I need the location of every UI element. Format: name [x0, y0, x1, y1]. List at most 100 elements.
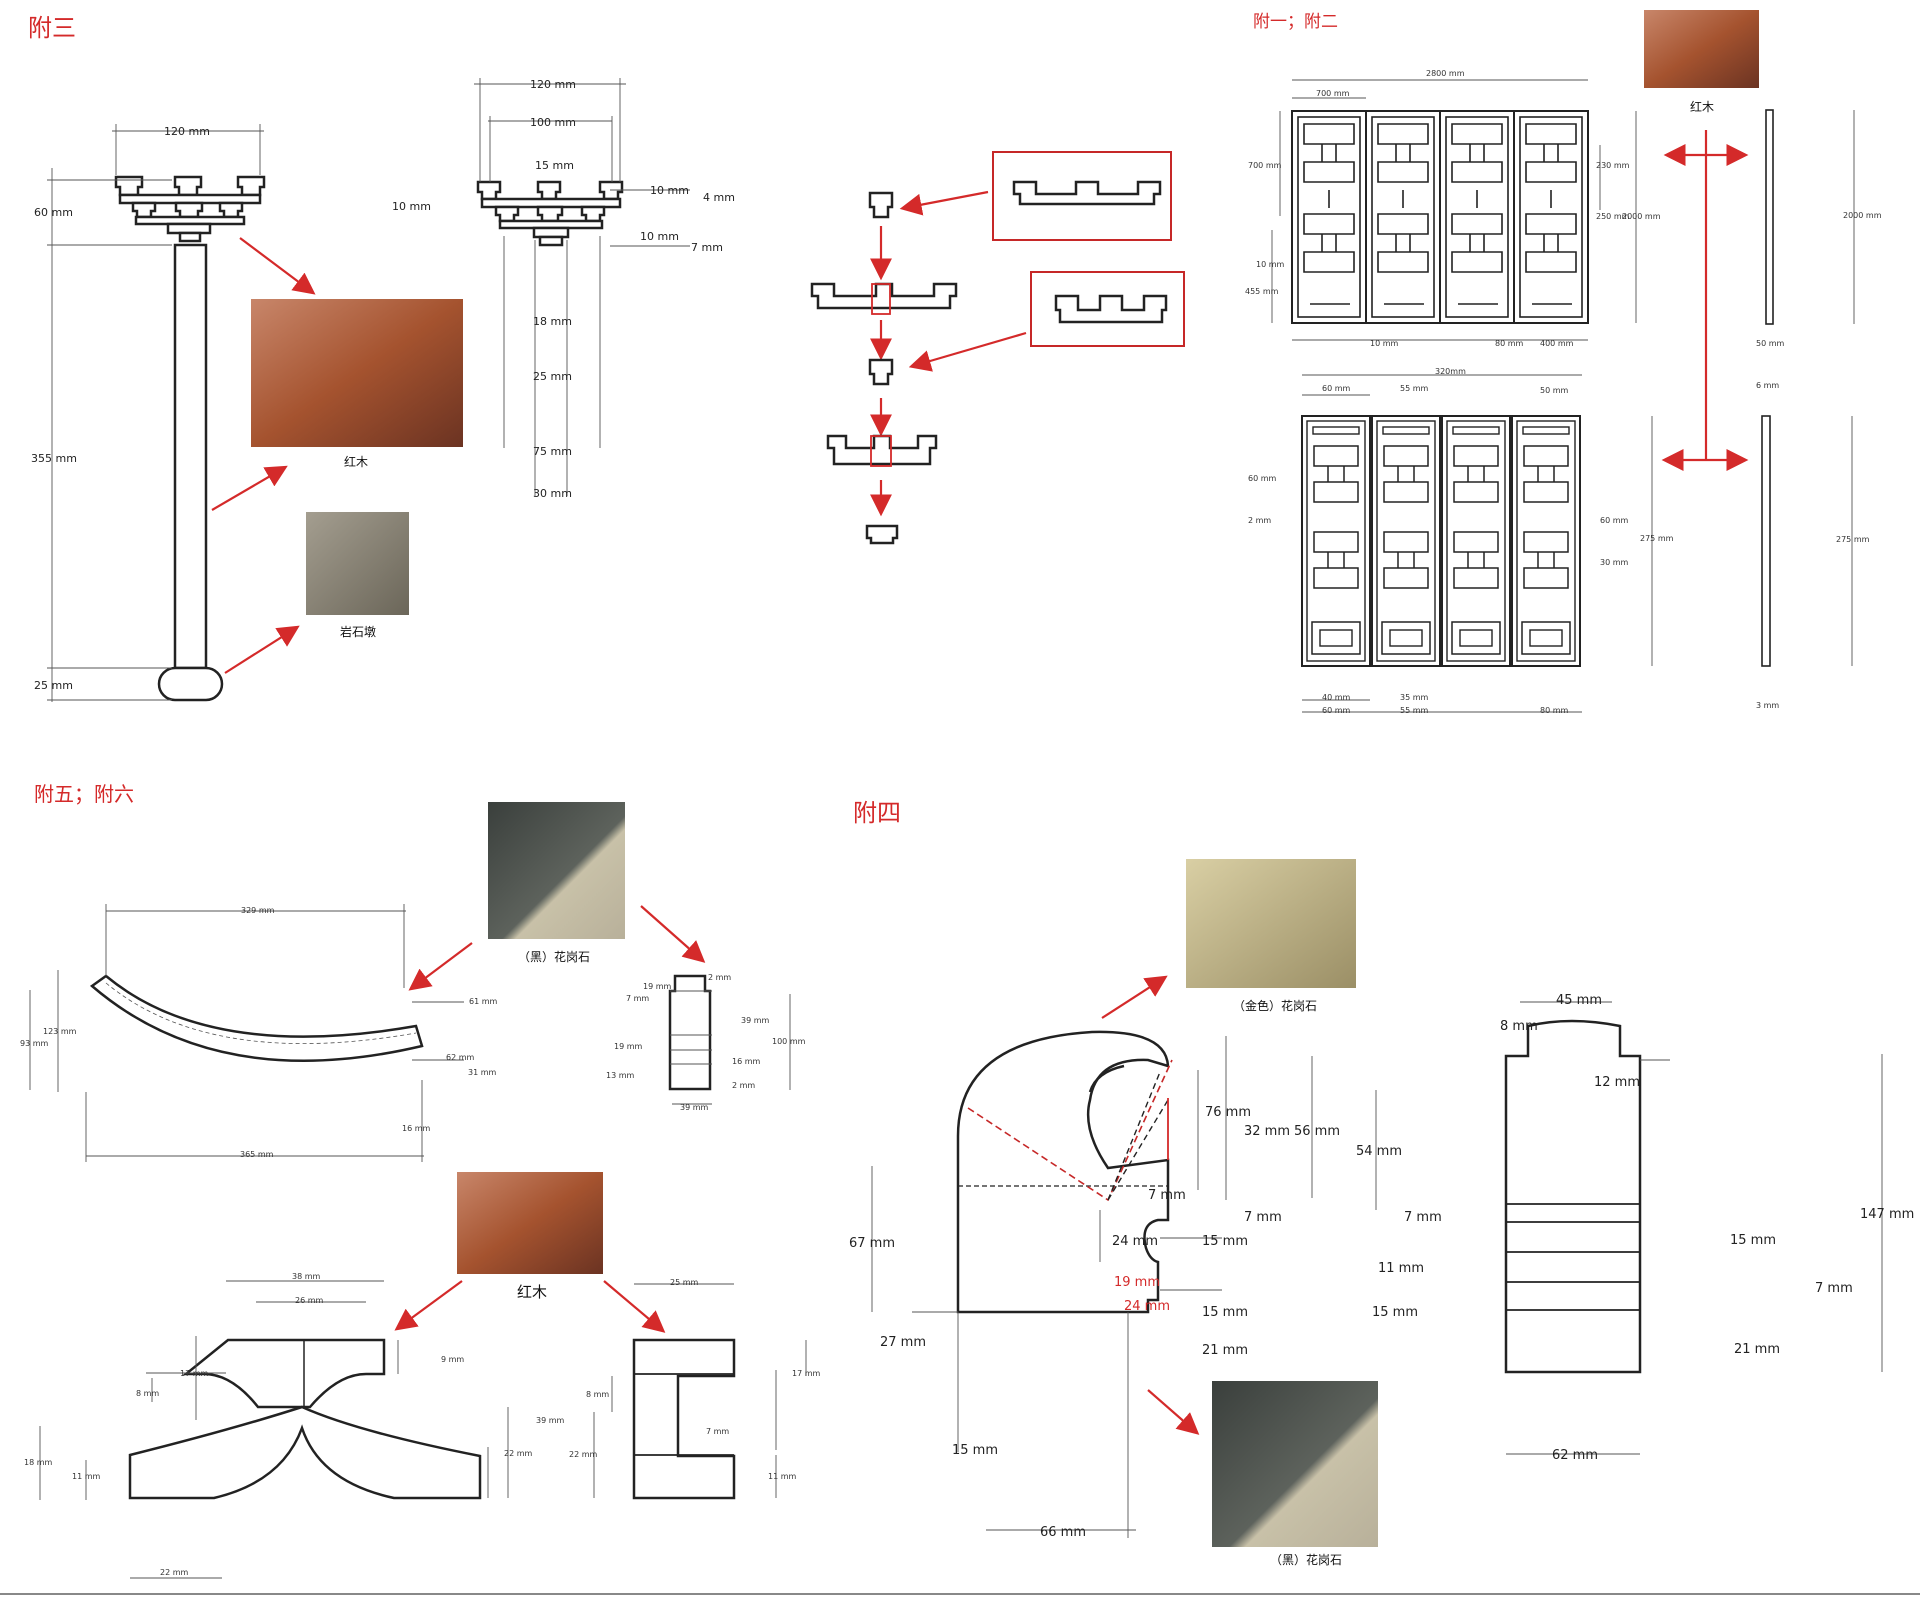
- arrow-base: [224, 625, 300, 674]
- dim-h38: 38 mm: [292, 1272, 321, 1281]
- dim-b60b: 60 mm: [1322, 706, 1351, 715]
- dim-e24b: 24 mm: [1124, 1299, 1170, 1314]
- dim-h18: 18 mm: [24, 1458, 53, 1467]
- dim-q8: 8 mm: [586, 1390, 609, 1399]
- dim-p16: 16 mm: [732, 1057, 761, 1066]
- dim-f15a: 15 mm: [1730, 1233, 1776, 1248]
- arrow-to-black: [1147, 1389, 1200, 1435]
- dim-h39: 39 mm: [536, 1416, 565, 1425]
- dim-e21: 21 mm: [1202, 1343, 1248, 1358]
- screen-upper: 2800 mm 700 mm 700 mm 230 mm 250 mm 2000…: [1245, 69, 1661, 348]
- dim-355: 355 mm: [31, 452, 77, 465]
- arrow-block: [603, 1280, 666, 1333]
- dim-s50: 50 mm: [1756, 339, 1785, 348]
- dim-b60r: 60 mm: [1600, 516, 1629, 525]
- dim-p19b: 19 mm: [614, 1042, 643, 1051]
- dim-f45: 45 mm: [1556, 993, 1602, 1008]
- dim-s2000: 2000 mm: [1843, 211, 1882, 220]
- dim-r120: 120 mm: [530, 78, 576, 91]
- dim-b60l: 60 mm: [1248, 474, 1277, 483]
- stone-drum-caption: 岩石墩: [340, 624, 376, 639]
- bracket-detail: 120 mm 100 mm 15 mm 10 mm 10 mm 4 mm 10 …: [392, 78, 735, 500]
- dim-a10: 10 mm: [1370, 339, 1399, 348]
- column-elevation: 120 mm 60 mm 355 mm 25 mm: [31, 124, 266, 702]
- dim-e19: 19 mm: [1114, 1275, 1160, 1290]
- dim-r7: 7 mm: [691, 241, 723, 254]
- dim-r25: 25 mm: [533, 370, 572, 383]
- dim-s6: 6 mm: [1756, 381, 1779, 390]
- dim-f147: 147 mm: [1860, 1207, 1914, 1222]
- dim-a250: 250 mm: [1596, 212, 1630, 221]
- black-granite-photo: [488, 802, 625, 939]
- dim-f15b: 15 mm: [1372, 1305, 1418, 1320]
- dim-b2: 2 mm: [1248, 516, 1271, 525]
- dim-r10b: 10 mm: [650, 184, 689, 197]
- dim-a2800: 2800 mm: [1426, 69, 1465, 78]
- dim-h22b: 22 mm: [160, 1568, 189, 1577]
- dim-e15c: 15 mm: [952, 1443, 998, 1458]
- dim-r18: 18 mm: [533, 315, 572, 328]
- dim-b35: 35 mm: [1400, 693, 1429, 702]
- dim-r10a: 10 mm: [392, 200, 431, 213]
- dim-a700w: 700 mm: [1316, 89, 1350, 98]
- dim-e15b: 15 mm: [1202, 1305, 1248, 1320]
- screen-upper-side: 2000 mm 50 mm: [1756, 109, 1882, 348]
- hongmu-caption: 红木: [344, 454, 368, 469]
- dim-b55b: 55 mm: [1400, 706, 1429, 715]
- dim-b60t: 60 mm: [1322, 384, 1351, 393]
- section-title-s4: 附四: [853, 799, 901, 827]
- dim-a230: 230 mm: [1596, 161, 1630, 170]
- dim-c61: 61 mm: [469, 997, 498, 1006]
- dim-s3: 3 mm: [1756, 701, 1779, 710]
- dim-h17: 17 mm: [180, 1369, 209, 1378]
- hongmu-photo-s56: [457, 1172, 603, 1274]
- dim-e76: 76 mm: [1205, 1105, 1251, 1120]
- dim-q25: 25 mm: [670, 1278, 699, 1287]
- dim-f62: 62 mm: [1552, 1448, 1598, 1463]
- curved-slab: 329 mm 123 mm 93 mm 61 mm 62 mm 31 mm 16…: [20, 904, 498, 1162]
- granite-post: 2 mm 19 mm 7 mm 39 mm 100 mm 19 mm 16 mm…: [606, 973, 806, 1112]
- dim-h26: 26 mm: [295, 1296, 324, 1305]
- hongmu-photo: [251, 299, 463, 447]
- dim-b50t: 50 mm: [1540, 386, 1569, 395]
- arrow-curved-slab: [408, 942, 473, 991]
- dim-r15: 15 mm: [535, 159, 574, 172]
- dim-f54: 54 mm: [1356, 1144, 1402, 1159]
- dim-r30: 30 mm: [533, 487, 572, 500]
- dim-r4: 4 mm: [703, 191, 735, 204]
- arrow-to-gold: [1101, 975, 1168, 1019]
- dim-f21: 21 mm: [1734, 1342, 1780, 1357]
- dim-r10c: 10 mm: [640, 230, 679, 243]
- dim-a700h: 700 mm: [1248, 161, 1282, 170]
- dim-a455: 455 mm: [1245, 287, 1279, 296]
- arrow-bracket: [239, 237, 316, 295]
- dim-e7b: 7 mm: [1244, 1210, 1282, 1225]
- dim-c123: 123 mm: [43, 1027, 77, 1036]
- stone-drum-photo: [306, 512, 409, 615]
- black-granite-caption-s4: （黑）花岗石: [1270, 1552, 1342, 1567]
- dim-e15a: 15 mm: [1202, 1234, 1248, 1249]
- dim-f7b: 7 mm: [1815, 1281, 1853, 1296]
- dim-a80: 80 mm: [1495, 339, 1524, 348]
- dim-e32: 32 mm: [1244, 1124, 1290, 1139]
- dim-c329: 329 mm: [241, 906, 275, 915]
- dim-q17: 17 mm: [792, 1369, 821, 1378]
- black-granite-caption: （黑）花岗石: [518, 949, 590, 964]
- dim-b40: 40 mm: [1322, 693, 1351, 702]
- dim-r75: 75 mm: [533, 445, 572, 458]
- bracket-arm: 38 mm 26 mm 17 mm 9 mm 8 mm 39 mm 22 mm …: [24, 1272, 565, 1579]
- dim-q7: 7 mm: [706, 1427, 729, 1436]
- dim-h11: 11 mm: [72, 1472, 101, 1481]
- dim-f12: 12 mm: [1594, 1075, 1640, 1090]
- dim-e66: 66 mm: [1040, 1525, 1086, 1540]
- gold-granite-caption: （金色）花岗石: [1233, 998, 1317, 1013]
- dim-h8: 8 mm: [136, 1389, 159, 1398]
- dim-c93: 93 mm: [20, 1039, 49, 1048]
- dim-a2000: 2000 mm: [1622, 212, 1661, 221]
- bracket-block: 25 mm 17 mm 8 mm 7 mm 22 mm 11 mm: [569, 1278, 821, 1500]
- dim-c62: 62 mm: [446, 1053, 475, 1062]
- dim-p2b: 2 mm: [732, 1081, 755, 1090]
- dim-b55t: 55 mm: [1400, 384, 1429, 393]
- hongmu-caption-s56: 红木: [517, 1283, 547, 1301]
